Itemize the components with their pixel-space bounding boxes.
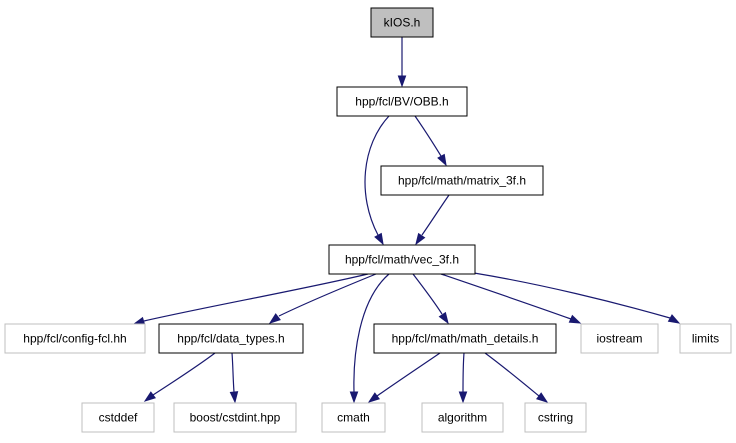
arrowhead [349,391,359,404]
node-cstddef-label: cstddef [99,411,138,425]
node-iostream-box [580,323,659,354]
edge-mathdetails-to-cmath [367,352,441,403]
edge-datatypes-to-cstddef [143,352,216,402]
node-cstring-label: cstring [538,411,573,425]
node-vec-3f-h-label[interactable]: hpp/fcl/math/vec_3f.h [345,253,459,267]
node-limits: limits [679,323,732,354]
arrowhead [397,75,407,88]
node-matrix-3f-h-label[interactable]: hpp/fcl/math/matrix_3f.h [398,174,526,188]
arrowhead [667,314,681,324]
arrowhead [438,311,449,325]
node-vec-3f-h-box[interactable] [328,244,476,275]
edge-vec3f-to-mathdetails [412,273,449,325]
node-obb-h-box[interactable] [336,86,468,117]
edge-line [473,272,671,319]
edge-line [364,115,390,236]
node-cstddef: cstddef [81,402,155,433]
arrowhead [458,391,468,404]
node-algorithm: algorithm [421,402,504,433]
node-data-types-h-label[interactable]: hpp/fcl/data_types.h [177,332,284,346]
arrowhead [536,392,549,403]
node-cstddef-box [81,402,155,433]
edge-vec3f-to-cmath [349,273,390,404]
node-cmath-label: cmath [337,411,370,425]
node-data-types-h[interactable]: hpp/fcl/data_types.h [158,323,304,354]
node-math-details-h[interactable]: hpp/fcl/math/math_details.h [373,323,557,354]
node-cmath-box [321,402,386,433]
edge-matrix-to-vec3f [415,194,450,246]
node-limits-label: limits [692,332,719,346]
arrowhead [367,392,380,403]
node-iostream: iostream [580,323,659,354]
node-matrix-3f-h[interactable]: hpp/fcl/math/matrix_3f.h [380,165,544,196]
edge-vec3f-to-iostream [440,273,582,324]
nodes-layer: kIOS.h hpp/fcl/BV/OBB.h hpp/fcl/math/mat… [4,7,732,433]
node-kios-h-box [370,7,434,38]
arrowhead [568,314,582,324]
arrowhead [415,232,426,246]
node-obb-h[interactable]: hpp/fcl/BV/OBB.h [336,86,468,117]
edge-line [412,273,443,315]
node-algorithm-label: algorithm [438,411,487,425]
edge-line [462,352,465,393]
node-kios-h-label: kIOS.h [384,16,421,30]
edge-vec3f-to-datatypes [268,273,377,324]
node-vec-3f-h[interactable]: hpp/fcl/math/vec_3f.h [328,244,476,275]
edge-line [376,352,441,397]
edge-line [484,352,540,397]
node-limits-box [679,323,732,354]
arrowhead [374,232,384,246]
node-cstring: cstring [524,402,587,433]
node-iostream-label: iostream [596,332,642,346]
node-config-fcl-hh-label: hpp/fcl/config-fcl.hh [23,332,126,346]
edge-obb-to-vec3f [364,115,390,246]
edge-obb-to-matrix [414,115,447,167]
edge-vec3f-to-config [132,273,369,326]
node-matrix-3f-h-box[interactable] [380,165,544,196]
edge-mathdetails-to-cstring [484,352,549,403]
arrowhead [143,391,156,402]
node-kios-h: kIOS.h [370,7,434,38]
node-algorithm-box [421,402,504,433]
edge-datatypes-to-cstdint [229,352,239,404]
node-config-fcl-hh: hpp/fcl/config-fcl.hh [4,323,146,354]
edge-line [421,194,450,236]
edge-line [152,352,216,396]
edge-mathdetails-to-algorithm [458,352,468,404]
edge-line [278,273,377,317]
node-math-details-h-box[interactable] [373,323,557,354]
arrowhead [437,153,447,167]
edge-line [414,115,442,157]
edge-kios-to-obb [397,37,407,88]
edge-line [440,273,572,320]
node-cmath: cmath [321,402,386,433]
node-obb-h-label[interactable]: hpp/fcl/BV/OBB.h [355,95,448,109]
node-cstring-box [524,402,587,433]
edge-line [353,273,390,393]
node-boost-cstdint-hpp-label: boost/cstdint.hpp [190,411,281,425]
node-config-fcl-hh-box [4,323,146,354]
node-boost-cstdint-hpp: boost/cstdint.hpp [173,402,297,433]
edge-vec3f-to-limits [473,272,681,324]
edge-line [231,352,235,393]
node-math-details-h-label[interactable]: hpp/fcl/math/math_details.h [392,332,539,346]
node-boost-cstdint-hpp-box [173,402,297,433]
node-data-types-h-box[interactable] [158,323,304,354]
arrowhead [229,391,239,404]
edge-line [143,273,369,322]
edges-layer [132,37,681,404]
arrowhead [268,313,281,324]
